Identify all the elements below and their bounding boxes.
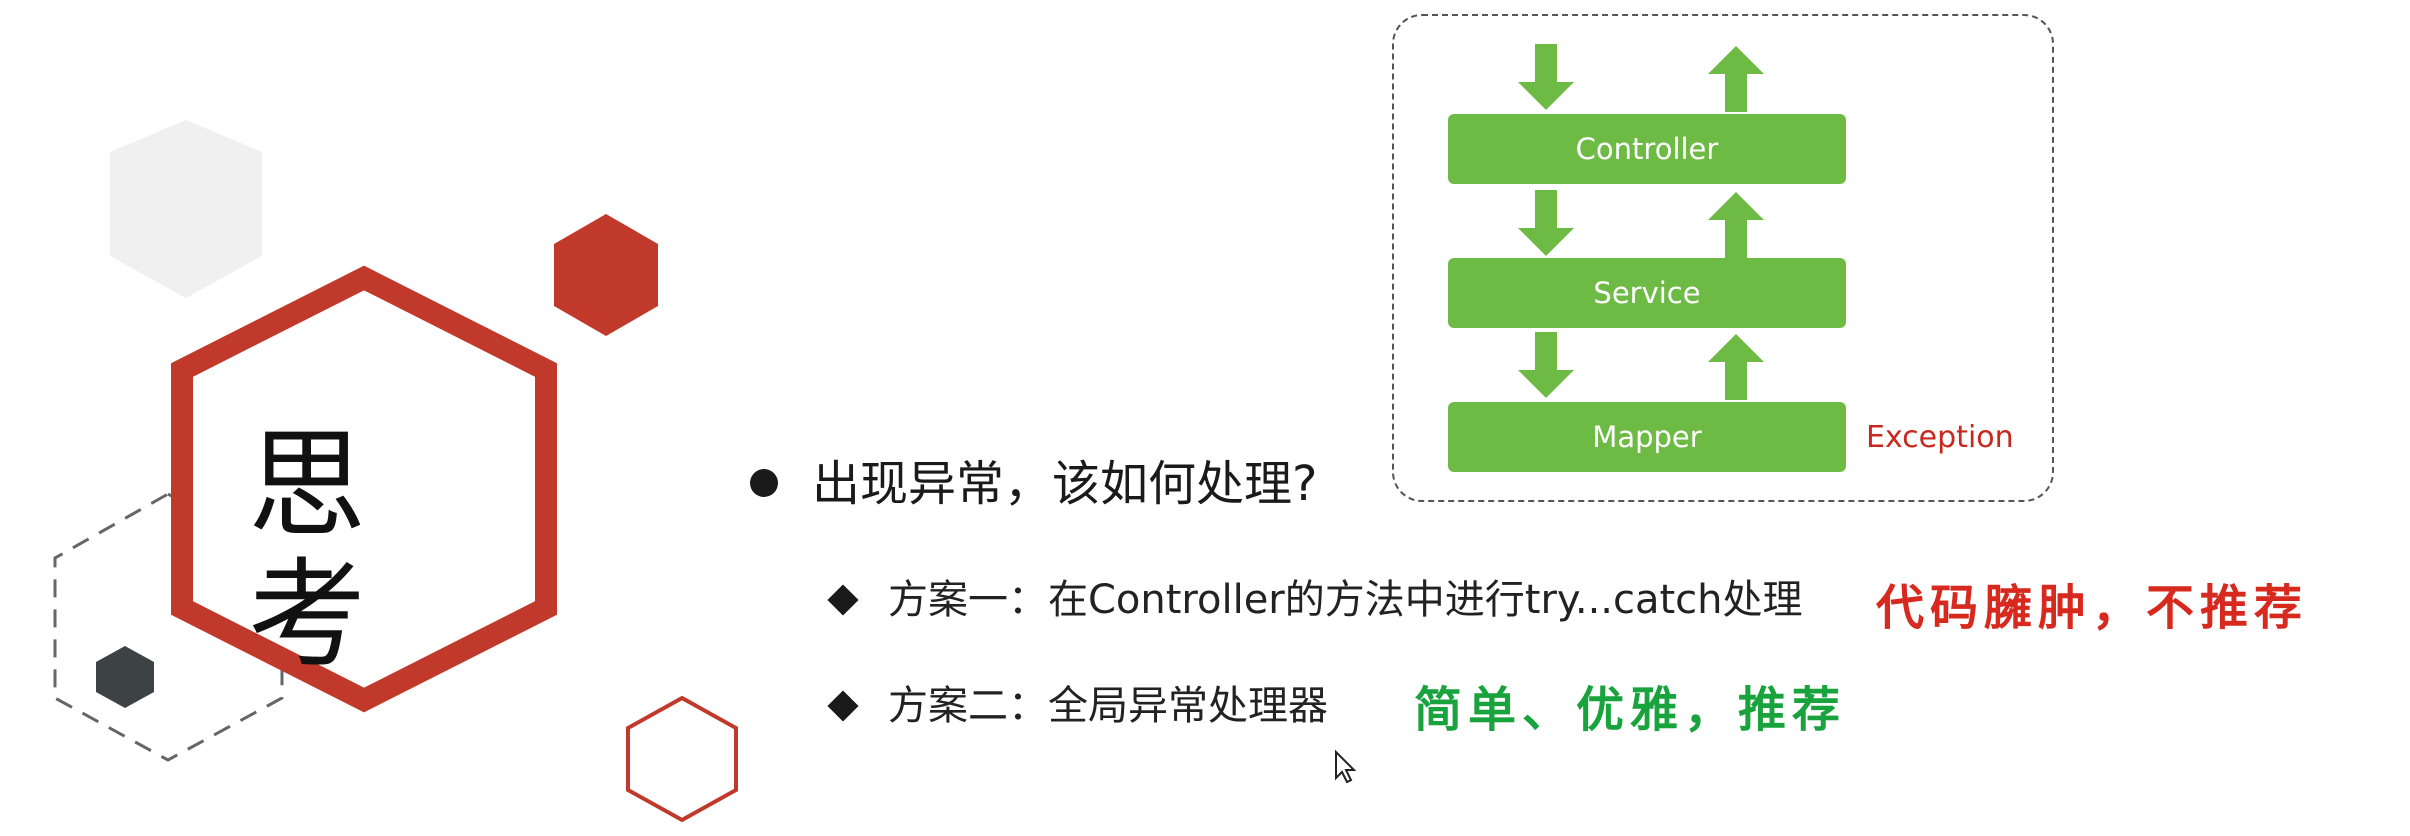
light-gray-hexagon — [110, 120, 262, 298]
small-red-hexagon — [554, 214, 658, 336]
slide-title: 思考 — [248, 416, 369, 684]
main-red-hexagon — [171, 265, 557, 713]
layer-diagram — [1392, 14, 2054, 502]
bullet-dot-icon — [750, 469, 778, 497]
option-2-note: 简单、优雅，推荐 — [1414, 682, 1847, 738]
controller-layer: Controller — [1448, 114, 1846, 184]
mouse-cursor-icon — [1335, 750, 1356, 784]
arrow-up-icon — [1708, 334, 1764, 400]
service-layer: Service — [1448, 258, 1846, 328]
option-1-note: 代码臃肿，不推荐 — [1876, 580, 2309, 636]
arrow-down-icon — [1518, 44, 1574, 110]
question-text: 出现异常，该如何处理? — [812, 456, 1318, 512]
option-1-text: 方案一：在Controller的方法中进行try...catch处理 — [888, 577, 1803, 623]
mapper-layer: Mapper — [1448, 402, 1846, 472]
arrow-up-icon — [1708, 46, 1764, 112]
arrow-down-icon — [1518, 190, 1574, 256]
option-2-text: 方案二：全局异常处理器 — [888, 683, 1328, 729]
arrow-down-icon — [1518, 332, 1574, 398]
dark-hexagon — [96, 646, 154, 708]
arrow-up-icon — [1708, 192, 1764, 258]
outline-red-hexagon — [626, 695, 738, 823]
exception-label: Exception — [1866, 420, 2014, 455]
